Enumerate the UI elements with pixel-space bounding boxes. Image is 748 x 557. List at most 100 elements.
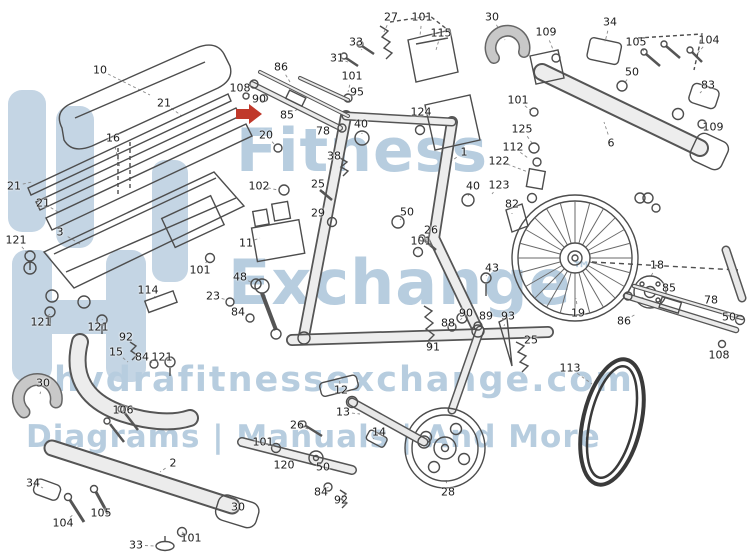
part-label-21: 21 [157, 96, 171, 110]
part-label-26: 26 [424, 223, 438, 237]
part-label-78: 78 [704, 293, 718, 307]
part-label-34: 34 [26, 476, 40, 490]
part-label-101: 101 [180, 531, 202, 545]
part-label-108: 108 [708, 348, 730, 362]
part-label-88: 88 [441, 316, 455, 330]
part-label-14: 14 [372, 425, 386, 439]
part-label-91: 91 [426, 340, 440, 354]
part-label-30: 30 [485, 10, 499, 24]
part-label-101: 101 [507, 93, 529, 107]
part-label-2: 2 [169, 456, 177, 470]
part-label-29: 29 [311, 206, 325, 220]
highlight-arrow [236, 104, 262, 124]
end-cap-roller-30 [214, 494, 260, 529]
bracket-115-assembly [340, 15, 459, 83]
part-label-82: 82 [505, 197, 519, 211]
link-14 [365, 429, 388, 448]
spring-27 [379, 25, 394, 60]
part-label-1: 1 [460, 145, 468, 159]
top-left-bar-assembly [242, 70, 350, 133]
part-label-92: 92 [334, 493, 348, 507]
part-label-125: 125 [511, 122, 533, 136]
part-label-84: 84 [135, 350, 149, 364]
part-label-123: 123 [488, 178, 510, 192]
part-label-101: 101 [411, 10, 433, 24]
part-label-20: 20 [259, 128, 273, 142]
part-label-43: 43 [485, 261, 499, 275]
small-parts-center [204, 76, 547, 373]
bracket-82 [505, 203, 529, 233]
part-label-92: 92 [119, 330, 133, 344]
part-label-112: 112 [502, 140, 524, 154]
part-label-124: 124 [410, 105, 432, 119]
part-label-121: 121 [87, 320, 109, 334]
part-label-104: 104 [52, 516, 74, 530]
part-label-105: 105 [625, 35, 647, 49]
part-label-30: 30 [36, 376, 50, 390]
part-label-83: 83 [701, 78, 715, 92]
main-frame [286, 94, 554, 415]
idler-50 [308, 450, 324, 466]
part-label-120: 120 [273, 458, 295, 472]
part-label-90: 90 [252, 92, 266, 106]
part-label-106: 106 [112, 403, 134, 417]
spring-92-left [129, 341, 139, 361]
part-label-38: 38 [327, 149, 341, 163]
part-label-48: 48 [233, 270, 247, 284]
part-label-23: 23 [206, 289, 220, 303]
deck-shroud [58, 44, 232, 150]
base-rail [32, 439, 260, 552]
fan-wheel-spokes [518, 201, 632, 315]
spring-91 [423, 305, 436, 349]
part-label-121: 121 [30, 315, 52, 329]
part-label-18: 18 [650, 258, 664, 272]
part-label-86: 86 [617, 314, 631, 328]
part-label-12: 12 [334, 383, 348, 397]
part-label-25: 25 [524, 333, 538, 347]
roller-34 [586, 36, 623, 66]
part-label-27: 27 [384, 10, 398, 24]
part-label-30: 30 [231, 500, 245, 514]
part-label-101: 101 [252, 435, 274, 449]
crank-pulley-assembly [237, 374, 486, 509]
spring-38 [339, 157, 350, 177]
deck-frame [23, 171, 246, 309]
part-label-50: 50 [722, 310, 736, 324]
misc-left-small-parts [24, 250, 176, 443]
end-cap-roller-30-right [689, 132, 730, 171]
drive-belt [578, 357, 646, 487]
part-label-89: 89 [479, 309, 493, 323]
pedal-12 [318, 374, 359, 397]
part-label-3: 3 [56, 225, 64, 239]
part-label-105: 105 [90, 506, 112, 520]
part-label-28: 28 [441, 485, 455, 499]
part-label-21: 21 [36, 196, 50, 210]
dart-93 [498, 316, 513, 367]
hub-18 [633, 275, 667, 309]
part-label-78: 78 [316, 124, 330, 138]
part-label-113: 113 [559, 361, 581, 375]
right-handlebar-assembly [484, 24, 730, 204]
part-label-10: 10 [93, 63, 107, 77]
part-label-90: 90 [459, 306, 473, 320]
part-label-85: 85 [280, 108, 294, 122]
spring-25 [515, 341, 530, 373]
part-label-115: 115 [430, 26, 452, 40]
part-label-93: 93 [501, 309, 515, 323]
part-label-26: 26 [290, 418, 304, 432]
roller-34-small [32, 478, 62, 501]
left-handlebar [11, 333, 199, 431]
part-label-19: 19 [571, 306, 585, 320]
part-label-6: 6 [607, 136, 615, 150]
part-label-33: 33 [129, 538, 143, 552]
part-label-50: 50 [625, 65, 639, 79]
bracket-114 [143, 289, 178, 314]
spring-92 [339, 489, 349, 509]
part-label-50: 50 [400, 205, 414, 219]
part-label-16: 16 [106, 131, 120, 145]
part-label-40: 40 [466, 179, 480, 193]
part-label-109: 109 [535, 25, 557, 39]
part-label-122: 122 [488, 154, 510, 168]
part-label-86: 86 [274, 60, 288, 74]
